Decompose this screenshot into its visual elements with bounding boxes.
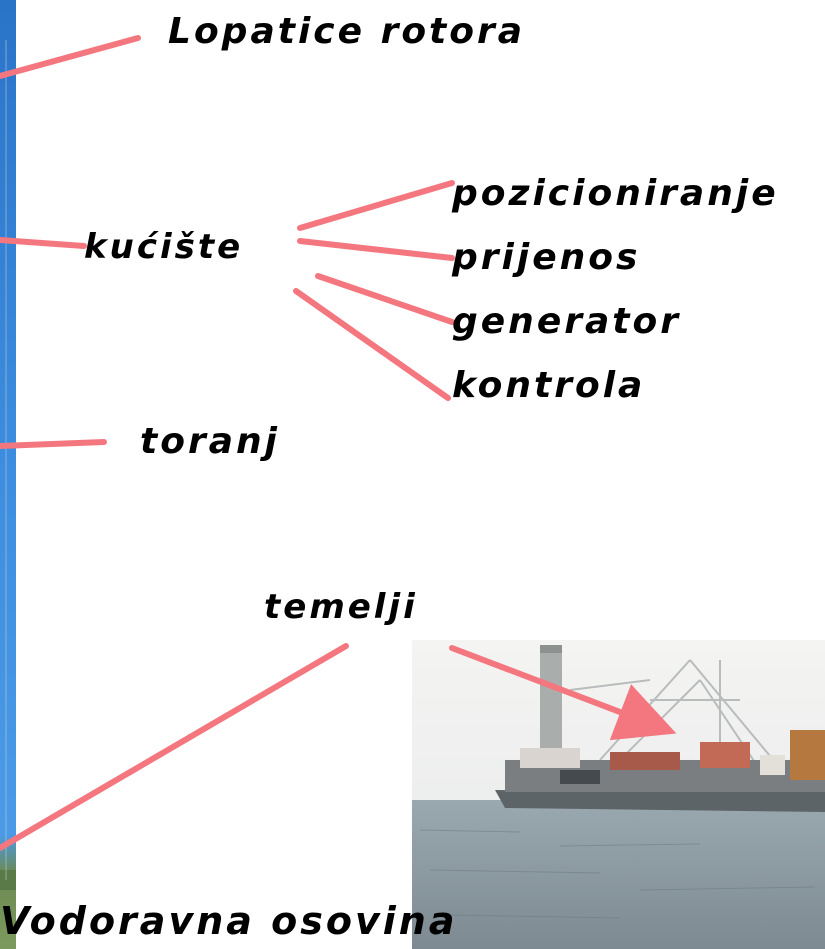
connector-lines [0,35,677,851]
offshore-vessel-photo [412,640,825,949]
label-horizontal-axis: Vodoravna osovina [0,899,458,943]
connector-positioning [297,180,455,231]
connector-control [293,288,451,401]
connector-generator [315,273,455,325]
connector-foundations [0,643,349,851]
label-control: kontrola [452,365,646,406]
label-generator: generator [452,301,681,342]
connector-foundations-arrow [449,645,677,741]
connector-transmission [297,238,455,261]
label-transmission: prijenos [452,237,641,278]
connector-rotor-blades [0,35,141,79]
label-tower: toranj [140,421,280,462]
label-positioning: pozicioniranje [452,173,779,214]
left-turbine-photo [0,0,16,949]
connector-nacelle-left [0,237,87,249]
label-foundations: temelji [264,587,418,627]
label-nacelle: kućište [84,227,244,267]
connector-tower [0,439,107,449]
label-rotor-blades: Lopatice rotora [168,11,526,52]
